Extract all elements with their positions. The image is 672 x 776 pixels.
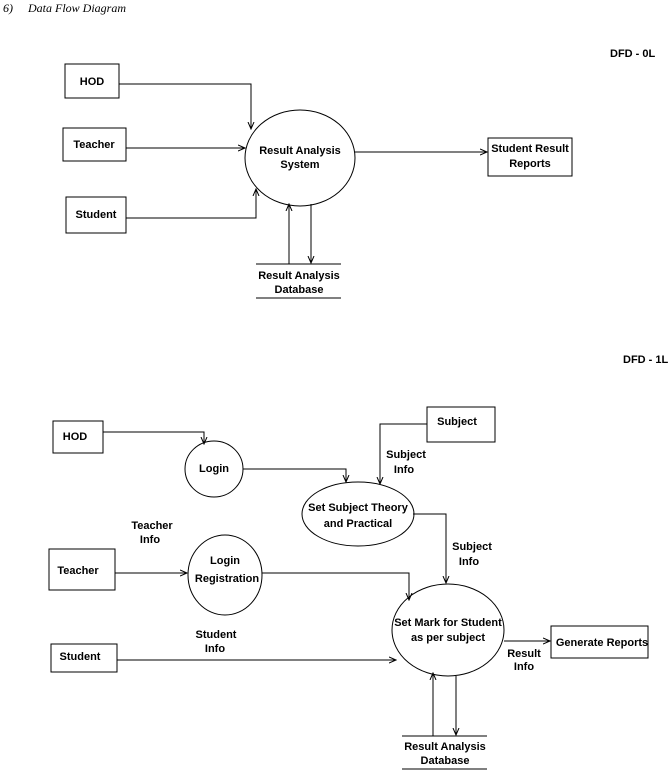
flow-label-student-info-2: Info [205,643,225,655]
dfd0-hod-entity: HOD [64,63,120,99]
flow-label-teacher-info-1: Teacher [131,520,173,532]
dfd0-student-label: Student [76,209,117,221]
dfd0-flow-student [126,189,256,219]
dfd0-store-line2: Database [275,284,324,296]
dfd1-hod-label: HOD [63,431,88,443]
flow-label-subject-info-b-2: Info [459,556,479,568]
dfd1-set-mark-line2: as per subject [411,632,485,644]
flow-label-result-info-1: Result [507,648,541,660]
dfd1-store-line1: Result Analysis [404,741,486,753]
dfd0-process-line2: System [280,159,319,171]
dfd1-teacher-entity: Teacher [48,548,116,591]
dfd0-teacher-label: Teacher [73,139,115,151]
dfd1-flow-hod-to-login [103,431,204,444]
dfd0-result-analysis-process: Result Analysis System [244,109,356,207]
dfd0-student-result-reports: Student Result Reports [487,137,573,177]
dfd0-teacher-entity: Teacher [62,127,127,162]
dfd1-teacher-label: Teacher [57,565,99,577]
dfd1-flow-registration-to-set-mark [262,572,409,600]
dfd1-login-registration-line2: Registration [195,573,259,585]
dfd1-login-process: Login [184,440,244,498]
dfd1-result-analysis-database: Result Analysis Database [402,735,487,770]
dfd1-label: DFD - 1L [623,354,669,366]
flow-label-student-info-1: Student [196,629,237,641]
dfd1-output-label: Generate Reports [556,637,648,649]
flow-label-result-info-2: Info [514,661,534,673]
flow-label-subject-info-b-1: Subject [452,541,492,553]
dfd1-hod-entity: HOD [52,420,104,454]
dfd1-login-label: Login [199,463,229,475]
dfd0-process-line1: Result Analysis [259,145,341,157]
dfd0-output-line1: Student Result [491,143,569,155]
section-title: Data Flow Diagram [27,1,126,15]
dfd0-hod-label: HOD [80,76,105,88]
dfd1-subject-label: Subject [437,416,477,428]
dfd0-output-line2: Reports [509,158,551,170]
dfd1-set-subject-line1: Set Subject Theory [308,502,409,514]
section-number: 6) [3,1,13,15]
dfd1-login-registration-line1: Login [210,555,240,567]
dfd1-flow-login-to-set-subject [243,468,346,482]
dfd0-student-entity: Student [65,196,127,234]
dfd1-login-registration-process: Login Registration [187,534,263,616]
dfd1-flow-set-subject-to-set-mark [413,513,446,583]
dfd0-flow-hod [119,83,251,129]
dfd1-flow-subject-to-set-subject [380,423,427,484]
flow-label-subject-info-a-1: Subject [386,449,426,461]
flow-label-teacher-info-2: Info [140,534,160,546]
dfd1-subject-entity: Subject [426,406,496,443]
flow-label-subject-info-a-2: Info [394,464,414,476]
dfd1-student-entity: Student [50,643,118,673]
dfd0-label: DFD - 0L [610,48,656,60]
dfd1-set-mark-line1: Set Mark for Student [394,617,502,629]
dfd0-result-analysis-database: Result Analysis Database [256,263,341,299]
dfd1-set-subject-line2: and Practical [324,518,392,530]
dfd1-set-mark-process: Set Mark for Student as per subject [391,583,505,677]
dfd0-store-line1: Result Analysis [258,270,340,282]
dfd1-generate-reports: Generate Reports [550,625,649,659]
dfd1-student-label: Student [60,651,101,663]
dfd1-set-subject-process: Set Subject Theory and Practical [301,481,415,547]
dfd1-store-line2: Database [421,755,470,767]
